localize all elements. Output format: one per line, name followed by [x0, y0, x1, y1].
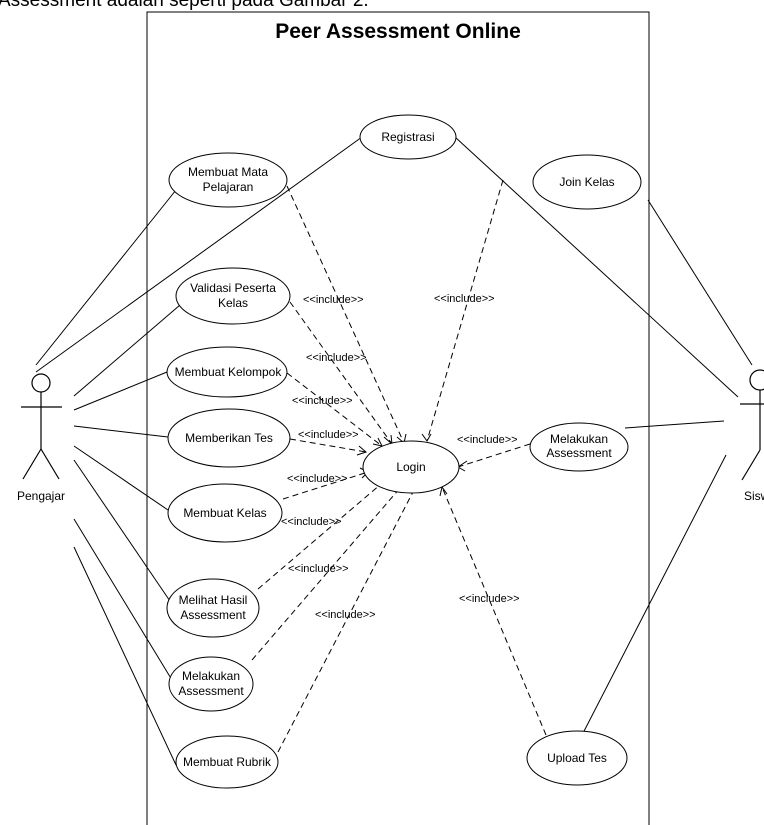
- use-case-label: Assessment: [180, 608, 246, 622]
- include-label: <<include>>: [288, 563, 349, 575]
- include-melakukan-assessment-siswa: [457, 443, 531, 468]
- use-case-label: Melakukan: [182, 669, 240, 683]
- arrowhead: [421, 433, 432, 442]
- assoc-pengajar-melihat-hasil: [73, 459, 173, 605]
- use-case-label: Pelajaran: [203, 180, 254, 194]
- include-label: <<include>>: [315, 609, 376, 621]
- assoc-siswa-melakukan-assessment: [624, 420, 725, 429]
- actor-pengajar[interactable]: Pengajar: [17, 373, 65, 503]
- actor-leg: [741, 449, 761, 481]
- assoc-siswa-registrasi: [454, 136, 739, 398]
- use-case-membuat-rubrik[interactable]: Membuat Rubrik: [175, 735, 279, 789]
- system-title: Peer Assessment Online: [275, 20, 521, 43]
- arrowhead: [356, 445, 367, 456]
- use-case-label: Membuat Mata: [188, 165, 268, 179]
- include-membuat-mata-pelajaran: [286, 185, 405, 444]
- use-case-label: Join Kelas: [559, 175, 614, 189]
- use-case-login[interactable]: Login: [362, 440, 460, 494]
- include-label: <<include>>: [306, 352, 367, 364]
- use-case-membuat-kelas[interactable]: Membuat Kelas: [167, 483, 283, 543]
- use-case-melihat-hasil-assessment[interactable]: Melihat Hasil Assessment: [166, 578, 260, 638]
- use-case-label: Membuat Rubrik: [183, 755, 272, 769]
- include-memberikan-tes: [289, 438, 367, 453]
- use-case-registrasi[interactable]: Registrasi: [359, 114, 457, 160]
- assoc-pengajar-melakukan-assessment: [73, 518, 173, 681]
- use-case-label: Kelas: [218, 296, 248, 310]
- assoc-pengajar-registrasi: [35, 136, 363, 373]
- use-case-membuat-kelompok[interactable]: Membuat Kelompok: [166, 346, 288, 398]
- include-label: <<include>>: [459, 593, 520, 605]
- include-label: <<include>>: [303, 294, 364, 306]
- include-membuat-kelas: [282, 471, 369, 500]
- include-label: <<include>>: [281, 516, 342, 528]
- system-boundary: [146, 11, 650, 825]
- use-case-label: Assessment: [546, 446, 612, 460]
- assoc-pengajar-membuat-kelompok: [73, 371, 168, 411]
- use-cases: Registrasi Membuat Mata Pelajaran Join K…: [166, 114, 642, 789]
- use-case-label: Membuat Kelompok: [175, 365, 283, 379]
- actor-leg: [22, 448, 42, 480]
- include-label: <<include>>: [434, 293, 495, 305]
- include-validasi: [289, 301, 393, 445]
- include-labels: <<include>> <<include>> <<include>> <<in…: [281, 293, 520, 621]
- include-label: <<include>>: [298, 429, 359, 441]
- use-case-label: Login: [396, 460, 425, 474]
- include-membuat-rubrik: [277, 489, 415, 753]
- use-case-label: Melihat Hasil: [179, 593, 248, 607]
- use-case-label: Registrasi: [381, 130, 434, 144]
- use-case-label: Membuat Kelas: [183, 506, 266, 520]
- use-case-melakukan-assessment[interactable]: Melakukan Assessment: [168, 656, 254, 712]
- include-label: <<include>>: [457, 434, 518, 446]
- include-melihat-hasil: [257, 483, 382, 590]
- include-label: <<include>>: [292, 395, 353, 407]
- association-lines: [35, 136, 753, 766]
- assoc-pengajar-validasi: [73, 304, 181, 397]
- include-join-kelas: [426, 179, 504, 442]
- include-melakukan-assessment: [251, 487, 401, 661]
- use-case-memberikan-tes[interactable]: Memberikan Tes: [167, 408, 291, 468]
- actor-label: Siswa: [744, 489, 764, 503]
- actor-siswa[interactable]: Siswa: [740, 369, 764, 503]
- use-case-join-kelas[interactable]: Join Kelas: [532, 154, 642, 210]
- assoc-siswa-upload-tes: [579, 454, 727, 740]
- arrowhead: [383, 434, 393, 446]
- assoc-pengajar-membuat-mata-pelajaran: [35, 184, 181, 366]
- use-case-label: Memberikan Tes: [185, 431, 273, 445]
- assoc-pengajar-membuat-kelas: [73, 445, 169, 511]
- use-case-melakukan-assessment-siswa[interactable]: Melakukan Assessment: [529, 422, 629, 472]
- use-case-label: Validasi Peserta: [190, 281, 276, 295]
- actor-head: [749, 369, 764, 391]
- use-case-label: Assessment: [178, 684, 244, 698]
- use-case-label: Melakukan: [550, 432, 608, 446]
- actor-label: Pengajar: [17, 489, 65, 503]
- use-case-label: Upload Tes: [547, 751, 607, 765]
- assoc-pengajar-membuat-rubrik: [73, 546, 177, 766]
- use-case-membuat-mata-pelajaran[interactable]: Membuat Mata Pelajaran: [168, 152, 288, 208]
- include-label: <<include>>: [287, 473, 348, 485]
- use-case-upload-tes[interactable]: Upload Tes: [526, 730, 628, 786]
- assoc-pengajar-memberikan-tes: [73, 425, 169, 438]
- actor-leg: [40, 448, 60, 480]
- caption-text: Assessment adalah seperti pada Gambar 2.: [0, 0, 369, 11]
- use-case-validasi-peserta-kelas[interactable]: Validasi Peserta Kelas: [175, 267, 291, 325]
- assoc-siswa-join-kelas: [647, 199, 753, 366]
- actor-head: [31, 373, 51, 393]
- include-upload-tes: [441, 486, 547, 736]
